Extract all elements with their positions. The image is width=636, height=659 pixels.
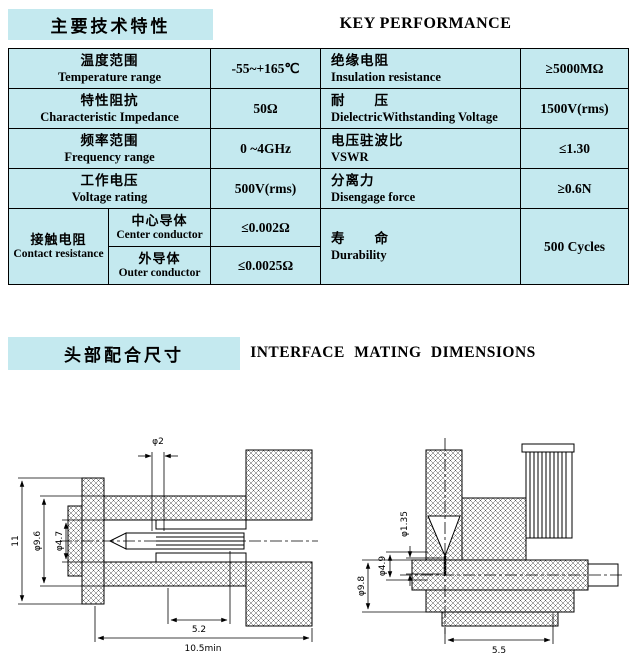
dim-min-length-label: 10.5min: [184, 644, 221, 654]
param-cn: 工作电压: [80, 172, 139, 188]
panel-upper: [245, 449, 313, 521]
cell-frequency-value: 0 ~4GHz: [210, 128, 322, 169]
table-row-contact-1: 接触电阻 Contact resistance 中心导体 Center cond…: [8, 208, 630, 285]
body-step: [425, 589, 575, 613]
section2-title-cn: 头部配合尺寸: [64, 346, 184, 365]
param-en: DielectricWithstanding Voltage: [331, 109, 498, 124]
dim-socket-depth-label: 5.2: [192, 625, 206, 635]
param-en: Center conductor: [116, 229, 203, 242]
param-en: Characteristic Impedance: [40, 109, 179, 124]
param-cn: 频率范围: [80, 132, 139, 148]
cell-center-conductor: 中心导体 Center conductor: [107, 208, 212, 247]
cell-vswr-value: ≤1.30: [520, 128, 630, 169]
table-row-voltage: 工作电压 Voltage rating 500V(rms) 分离力 Diseng…: [7, 168, 630, 209]
dim-bore-diameter-label: φ4.7: [55, 531, 65, 551]
param-cn: 外导体: [138, 250, 181, 266]
cell-dielectric-voltage: 耐 压 DielectricWithstanding Voltage: [320, 88, 522, 129]
body-wall-top: [103, 495, 247, 521]
cell-voltage-rating: 工作电压 Voltage rating: [7, 168, 212, 209]
spec-table: 温度范围 Temperature range -55~+165℃ 绝缘电阻 In…: [7, 48, 630, 285]
dim-length-label: 5.5: [492, 646, 506, 656]
cell-durability: 寿 命 Durability: [320, 208, 522, 285]
param-cn: 接触电阻: [30, 231, 87, 247]
coupling-nut: [525, 451, 573, 539]
param-en: Temperature range: [57, 69, 162, 84]
dimension-lines: [18, 452, 313, 642]
drawing-plug-connector: φ9.8 φ4.9 φ1.35 5.5: [357, 438, 624, 656]
param-en: Outer conductor: [118, 267, 201, 280]
cell-insulation-value: ≥5000MΩ: [520, 48, 630, 89]
insulator-bottom: [155, 552, 247, 563]
param-en: Insulation resistance: [331, 69, 441, 84]
param-cn: 寿 命: [331, 230, 390, 246]
param-cn: 中心导体: [131, 212, 188, 228]
drawing-jack-connector: 11 φ9.6 φ4.7 φ2 5.2 10.5min: [11, 437, 318, 654]
param-cn: 特性阻抗: [80, 92, 139, 108]
jack-body-section: [67, 449, 313, 627]
cell-outer-conductor-value: ≤0.0025Ω: [210, 246, 322, 285]
dim-body-diameter-label: φ9.6: [33, 531, 43, 552]
param-cn: 耐 压: [331, 92, 390, 108]
table-row-temperature: 温度范围 Temperature range -55~+165℃ 绝缘电阻 In…: [7, 48, 630, 89]
table-row-frequency: 频率范围 Frequency range 0 ~4GHz 电压驻波比 VSWR …: [7, 128, 630, 169]
cell-characteristic-impedance: 特性阻抗 Characteristic Impedance: [7, 88, 212, 129]
dim-body-diameter-label: φ9.8: [357, 576, 367, 597]
nut-cap: [521, 443, 575, 453]
cell-temperature-range: 温度范围 Temperature range: [7, 48, 212, 89]
plug-body-section: [411, 443, 619, 627]
param-cn: 分离力: [331, 172, 375, 188]
cell-vswr: 电压驻波比 VSWR: [320, 128, 522, 169]
dim-height-label: 11: [11, 535, 21, 546]
param-cn: 电压驻波比: [331, 132, 404, 148]
dim-pin-diameter-label: φ2: [152, 437, 164, 447]
param-en: Voltage rating: [71, 189, 148, 204]
cell-outer-conductor: 外导体 Outer conductor: [107, 246, 212, 285]
mid-body: [461, 497, 527, 561]
param-en: VSWR: [331, 149, 369, 164]
cell-voltage-value: 500V(rms): [210, 168, 322, 209]
cell-disengage-force: 分离力 Disengage force: [320, 168, 522, 209]
cell-impedance-value: 50Ω: [210, 88, 322, 129]
cell-durability-value: 500 Cycles: [520, 208, 630, 285]
cell-temperature-value: -55~+165℃: [210, 48, 322, 89]
body-wall-bottom: [103, 561, 247, 587]
dimension-lines: [362, 546, 554, 644]
panel-lower: [245, 561, 313, 627]
cell-contact-resistance: 接触电阻 Contact resistance: [8, 208, 109, 285]
param-en: Durability: [331, 247, 387, 262]
dim-pin-diameter-label: φ1.35: [400, 511, 410, 537]
param-cn: 温度范围: [80, 52, 139, 68]
cell-insulation-resistance: 绝缘电阻 Insulation resistance: [320, 48, 522, 89]
section1-title-cn: 主要技术特性: [50, 17, 171, 36]
cell-center-conductor-value: ≤0.002Ω: [210, 208, 322, 247]
table-row-impedance: 特性阻抗 Characteristic Impedance 50Ω 耐 压 Di…: [7, 88, 630, 129]
contact-cone: [427, 515, 461, 558]
section1-title-en: KEY PERFORMANCE: [339, 15, 512, 32]
cell-frequency-range: 频率范围 Frequency range: [7, 128, 212, 169]
cell-dielectric-value: 1500V(rms): [520, 88, 630, 129]
insulator-top: [155, 519, 247, 530]
bottom-collar: [441, 611, 559, 627]
section1-title-bar: 主要技术特性: [8, 9, 213, 40]
param-cn: 绝缘电阻: [331, 52, 390, 68]
param-en: Frequency range: [64, 149, 155, 164]
table-row-contact-2: 外导体 Outer conductor ≤0.0025Ω: [9, 246, 629, 285]
param-en: Disengage force: [331, 189, 416, 204]
section2-title-bar: 头部配合尺寸: [8, 337, 240, 370]
dim-bore-diameter-label: φ4.9: [378, 556, 388, 577]
section2-title-en: INTERFACE MATING DIMENSIONS: [250, 344, 536, 361]
cell-disengage-value: ≥0.6N: [520, 168, 630, 209]
param-en: Contact resistance: [13, 248, 104, 261]
